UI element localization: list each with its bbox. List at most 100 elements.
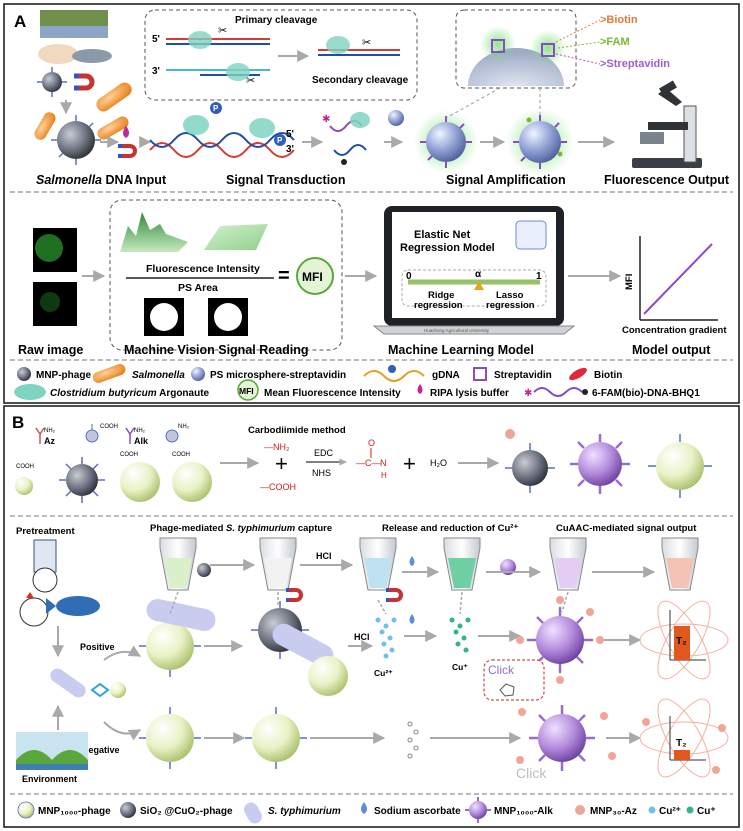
legend-clostridium: Clostridium butyricum Argonaute <box>50 388 210 399</box>
machine-learning-label: Machine Learning Model <box>388 343 534 357</box>
laptop-caption: Huazhong Agricultural University <box>424 328 490 333</box>
mfi-circle <box>296 257 334 295</box>
chem-water: H₂O <box>430 458 447 468</box>
conjugated-mnp-alk <box>570 434 630 494</box>
legend-ps-microsphere: PS microsphere-streptavidin <box>210 370 346 381</box>
tube-6 <box>661 537 699 591</box>
legend-mnp1000-alk-icon <box>465 797 491 823</box>
input-mnp-phage <box>37 67 67 97</box>
three-prime-label: 3' <box>152 66 160 77</box>
alpha-scale-box <box>401 269 547 307</box>
raw-image-1-bead <box>35 234 63 262</box>
ps-area-label: PS Area <box>178 282 218 294</box>
milk-carton-icon <box>32 539 58 593</box>
dome-zoom-box <box>455 9 577 89</box>
primary-cleavage-label: Primary cleavage <box>235 15 318 26</box>
legend-ascorbate-icon <box>361 802 367 814</box>
ps-area-mask-2-disc <box>214 303 242 331</box>
negative-t2-atom <box>639 698 729 778</box>
fam-marker-label: >FAM <box>600 36 630 48</box>
t2-negative-label: T₂ <box>676 738 687 749</box>
capture-label: Phage-mediated S. typhimurium capture <box>150 523 332 534</box>
ridge-label-1: Ridge <box>428 290 454 301</box>
fish-icon <box>46 596 100 616</box>
negative-lime-bead <box>139 707 201 769</box>
fluorescence-output-label: Fluorescence Output <box>604 173 730 187</box>
streptavidin-pointer <box>555 53 601 65</box>
tube-down-arrow-4 <box>459 591 463 615</box>
negative-lime-bead-2 <box>245 707 307 769</box>
negative-branch-arrow <box>103 721 142 741</box>
microscope-icon <box>632 80 702 168</box>
hcl-label-1: HCl <box>316 551 332 561</box>
legend-salmonella: Salmonella <box>132 370 185 381</box>
cleaved-probes: ✱ <box>322 112 370 165</box>
scissors-icon-3: ✂ <box>362 37 371 49</box>
tube-2 <box>259 537 297 591</box>
signal-transduction-label: Signal Transduction <box>226 173 345 187</box>
negative-alk-bead <box>516 705 616 771</box>
conjugated-lime-phage <box>648 434 712 498</box>
raw-image-label: Raw image <box>18 343 83 357</box>
chem-nhs: NHS <box>312 468 331 478</box>
tube-down-arrow-1 <box>169 591 179 615</box>
biotin-pointer <box>555 19 601 43</box>
signal-amplification-label: Signal Amplification <box>446 173 566 187</box>
legend-streptavidin-icon <box>473 367 487 381</box>
small-lime-bead <box>15 477 33 495</box>
t2-positive-label: T₂ <box>676 636 687 647</box>
chem-cooh: —COOH <box>260 482 296 492</box>
cu2-label: Cu²⁺ <box>374 668 393 678</box>
big-bead-2-cooh: COOH <box>172 452 190 458</box>
legend-mnp-phage-icon <box>17 367 31 381</box>
legend-fam-probe: 6-FAM(bio)-DNA-BHQ1 <box>592 388 700 399</box>
intensity-surface-2 <box>204 224 268 250</box>
release-label: Release and reduction of Cu²⁺ <box>382 523 518 534</box>
salmonella-input-label: Salmonella DNA Input <box>36 173 167 187</box>
equals-sign: = <box>278 265 290 287</box>
machine-vision-box <box>109 199 343 351</box>
triazole-icon <box>499 683 515 697</box>
five-prime-label: 5' <box>152 34 160 45</box>
tube-3-magnet <box>386 588 403 602</box>
scale-alpha: α <box>475 269 482 280</box>
network-icon <box>515 220 547 250</box>
legend-cu1-icon <box>686 806 694 814</box>
intensity-surface-1 <box>120 212 188 252</box>
capture-suffix: capture <box>295 523 332 534</box>
scale-one: 1 <box>536 271 542 282</box>
ascorbate-drop-1 <box>409 556 415 566</box>
cu1-label: Cu⁺ <box>452 662 468 672</box>
dome-streptavidin-1 <box>491 39 505 53</box>
mnp30-dot <box>505 429 515 439</box>
svg-text:✱: ✱ <box>322 114 330 125</box>
biotin-marker-label: >Biotin <box>600 14 638 26</box>
raw-image-2-bead <box>40 292 60 312</box>
big-bead-1-cooh: COOH <box>120 452 138 458</box>
pretreat-lime-bead <box>110 682 126 698</box>
alk-nh2: NH₂ <box>134 428 146 434</box>
dome-streptavidin-2 <box>541 43 555 57</box>
capture-prefix: Phage-mediated <box>150 523 226 534</box>
phage-nh2: NH₂ <box>178 424 190 430</box>
positive-sio2-complex <box>251 601 348 696</box>
legend-cu2-icon <box>648 806 656 814</box>
cuaac-label: CuAAC-mediated signal output <box>556 523 697 534</box>
pretreat-phage-hex <box>90 682 110 698</box>
legend-ps-icon <box>191 367 205 381</box>
small-bead-cooh: COOH <box>16 464 34 470</box>
click-label-positive: Click <box>488 663 515 677</box>
primary-dna-strands <box>166 31 270 81</box>
legend-sio2: SiO₂ @CuO₂-phage <box>140 806 233 817</box>
positive-styph <box>146 599 216 631</box>
legend-ascorbate: Sodium ascorbate <box>374 806 461 817</box>
legend-clostridium-rest: Argonaute <box>157 388 210 399</box>
legend-mnp1000-phage-icon <box>17 801 35 819</box>
panel-a-frame <box>3 3 740 404</box>
negative-empty-dots <box>407 721 419 759</box>
ps-area-mask-1-disc <box>150 303 178 331</box>
ps-bead-small <box>388 110 404 126</box>
panel-a-label: A <box>14 12 26 31</box>
cu1-dots <box>449 617 471 653</box>
legend-styph-icon <box>244 802 262 824</box>
